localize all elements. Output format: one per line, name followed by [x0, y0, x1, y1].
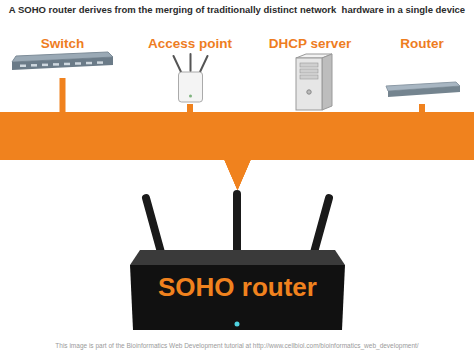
antenna [173, 56, 181, 73]
switch-port [64, 63, 70, 65]
power-button [307, 90, 311, 94]
device-label: Access point [148, 36, 232, 52]
device-label: Switch [41, 36, 85, 52]
router-front [130, 265, 345, 330]
drive-bay [300, 63, 318, 67]
antenna [146, 198, 162, 256]
router-top [130, 250, 345, 265]
drive-bay [300, 75, 318, 79]
tower-side [322, 54, 332, 110]
device-illustration [130, 190, 345, 340]
switch-port [97, 61, 103, 64]
switch-port [20, 65, 26, 68]
merge-connector [238, 112, 311, 170]
antenna [189, 54, 191, 71]
status-led [235, 322, 240, 327]
switch-port [75, 62, 81, 65]
switch-device: Switch [10, 36, 115, 78]
antenna [199, 56, 207, 73]
switch-port [31, 64, 37, 67]
switch-port [42, 64, 48, 67]
soho-router: SOHO router [130, 190, 345, 340]
drive-bay [300, 69, 318, 73]
merge-connector [190, 104, 238, 170]
device-label: DHCP server [269, 36, 351, 52]
antenna [313, 198, 329, 256]
access-point-body [178, 72, 202, 102]
merge-connector [238, 104, 423, 170]
merge-connector [63, 78, 238, 170]
status-led [189, 95, 192, 98]
access-point-device: Access point [144, 36, 237, 104]
switch-front [12, 57, 113, 70]
title: A SOHO router derives from the merging o… [9, 4, 465, 15]
device-name: SOHO router [158, 274, 317, 300]
switch-port [53, 63, 59, 66]
tower-front [296, 58, 322, 110]
router-device: Router [382, 36, 462, 104]
dhcp-server-device: DHCP server [262, 36, 358, 112]
router-front [388, 86, 460, 97]
device-label: Router [400, 36, 444, 52]
switch-port [86, 62, 92, 65]
antenna [233, 194, 241, 252]
credit-note: This image is part of the Bioinformatics… [0, 342, 474, 349]
